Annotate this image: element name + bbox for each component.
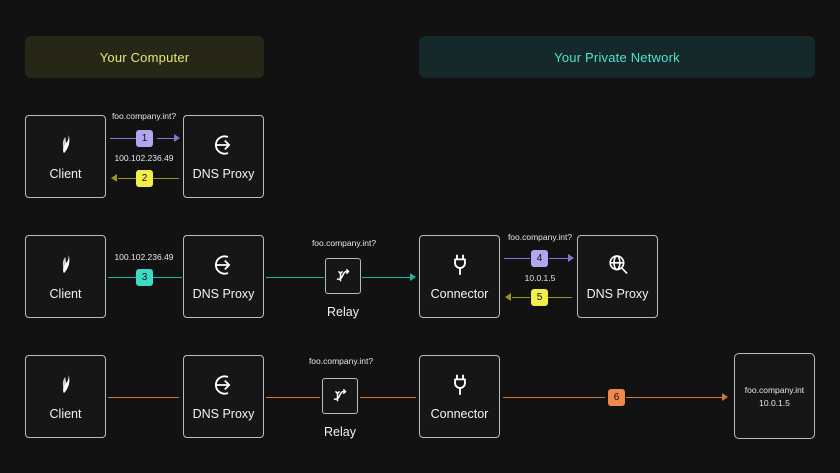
- sign-in-icon: [214, 135, 230, 155]
- row2-edge5-line-right: [548, 297, 572, 298]
- leaf-icon: [62, 375, 69, 393]
- row2-badge-4: 4: [531, 250, 548, 267]
- row2-node-client-label: Client: [49, 287, 82, 301]
- row1-edge1-label: foo.company.int?: [111, 111, 177, 121]
- row3-line-connector-to-badge: [503, 397, 605, 398]
- row2-edge-proxy-to-relay-line: [266, 277, 324, 278]
- row2-edge3-line-left: [108, 277, 136, 278]
- row3-line-client-to-proxy: [108, 397, 179, 398]
- row1-edge2-label: 100.102.236.49: [114, 153, 174, 163]
- row2-edge3-label: 100.102.236.49: [114, 252, 174, 262]
- row1-edge2-line-right: [153, 178, 179, 179]
- row1-edge2-line-left: [118, 178, 136, 179]
- plug-icon: [453, 254, 466, 276]
- row1-edge2-arrowhead: [111, 174, 117, 182]
- banner-your-private-network-label: Your Private Network: [554, 49, 680, 65]
- row3-badge-6: 6: [608, 389, 625, 406]
- row2-badge-5: 5: [531, 289, 548, 306]
- row2-edge5-label: 10.0.1.5: [524, 273, 556, 283]
- row1-node-client-label: Client: [49, 167, 82, 181]
- row3-node-connector-label: Connector: [430, 407, 489, 421]
- row1-edge1-line-right: [157, 138, 177, 139]
- row2-node-relay: [325, 258, 361, 294]
- row1-node-dns-proxy-label: DNS Proxy: [192, 167, 255, 181]
- leaf-icon: [62, 255, 69, 273]
- row1-badge-1: 1: [136, 130, 153, 147]
- row2-node-dns-proxy-remote: DNS Proxy: [577, 235, 658, 318]
- row2-node-connector-label: Connector: [430, 287, 489, 301]
- row2-edge-relay-arrowhead: [410, 273, 416, 281]
- row2-node-dns-proxy-remote-label: DNS Proxy: [586, 287, 649, 301]
- row3-line-relay-to-connector: [360, 397, 416, 398]
- row1-node-dns-proxy: DNS Proxy: [183, 115, 264, 198]
- row2-edge3-line-right: [153, 277, 182, 278]
- sign-in-icon: [214, 375, 230, 395]
- row2-node-relay-label: Relay: [327, 305, 359, 319]
- destination-host: foo.company.int: [744, 384, 805, 395]
- row1-edge1-arrowhead: [174, 134, 180, 142]
- banner-your-computer-label: Your Computer: [99, 49, 190, 65]
- row3-edge-relay-label: foo.company.int?: [308, 356, 374, 366]
- destination-ip: 10.0.1.5: [759, 397, 790, 408]
- leaf-icon: [62, 135, 69, 153]
- banner-your-private-network: Your Private Network: [419, 36, 815, 78]
- row2-node-connector: Connector: [419, 235, 500, 318]
- row2-edge5-line-left: [512, 297, 530, 298]
- row3-node-client-label: Client: [49, 407, 82, 421]
- plug-icon: [453, 374, 466, 396]
- row2-node-dns-proxy: DNS Proxy: [183, 235, 264, 318]
- row2-edge-relay-label: foo.company.int?: [311, 238, 377, 248]
- shuffle-icon: [336, 269, 350, 282]
- row2-edge4-line-right: [549, 258, 571, 259]
- shuffle-icon: [333, 389, 347, 402]
- row3-node-client: Client: [25, 355, 106, 438]
- row2-edge-relay-to-connector-line: [362, 277, 412, 278]
- row1-edge1-line-left: [110, 138, 140, 139]
- row2-node-dns-proxy-label: DNS Proxy: [192, 287, 255, 301]
- row1-node-client: Client: [25, 115, 106, 198]
- row3-arrowhead: [722, 393, 728, 401]
- row3-node-relay-label: Relay: [324, 425, 356, 439]
- row2-edge4-arrowhead: [568, 254, 574, 262]
- row1-badge-2: 2: [136, 170, 153, 187]
- row3-line-badge-to-destination: [626, 397, 724, 398]
- row3-node-connector: Connector: [419, 355, 500, 438]
- banner-your-computer: Your Computer: [25, 36, 264, 78]
- row3-node-dns-proxy: DNS Proxy: [183, 355, 264, 438]
- row2-edge5-arrowhead: [505, 293, 511, 301]
- row2-node-client: Client: [25, 235, 106, 318]
- row2-edge4-line-left: [504, 258, 530, 259]
- globe-search-icon: [608, 255, 627, 274]
- row3-line-proxy-to-relay: [266, 397, 320, 398]
- row3-node-dns-proxy-label: DNS Proxy: [192, 407, 255, 421]
- row3-node-relay: [322, 378, 358, 414]
- row2-badge-3: 3: [136, 269, 153, 286]
- row3-destination-box: foo.company.int 10.0.1.5: [734, 353, 815, 439]
- row2-edge4-label: foo.company.int?: [507, 232, 573, 242]
- sign-in-icon: [214, 255, 230, 275]
